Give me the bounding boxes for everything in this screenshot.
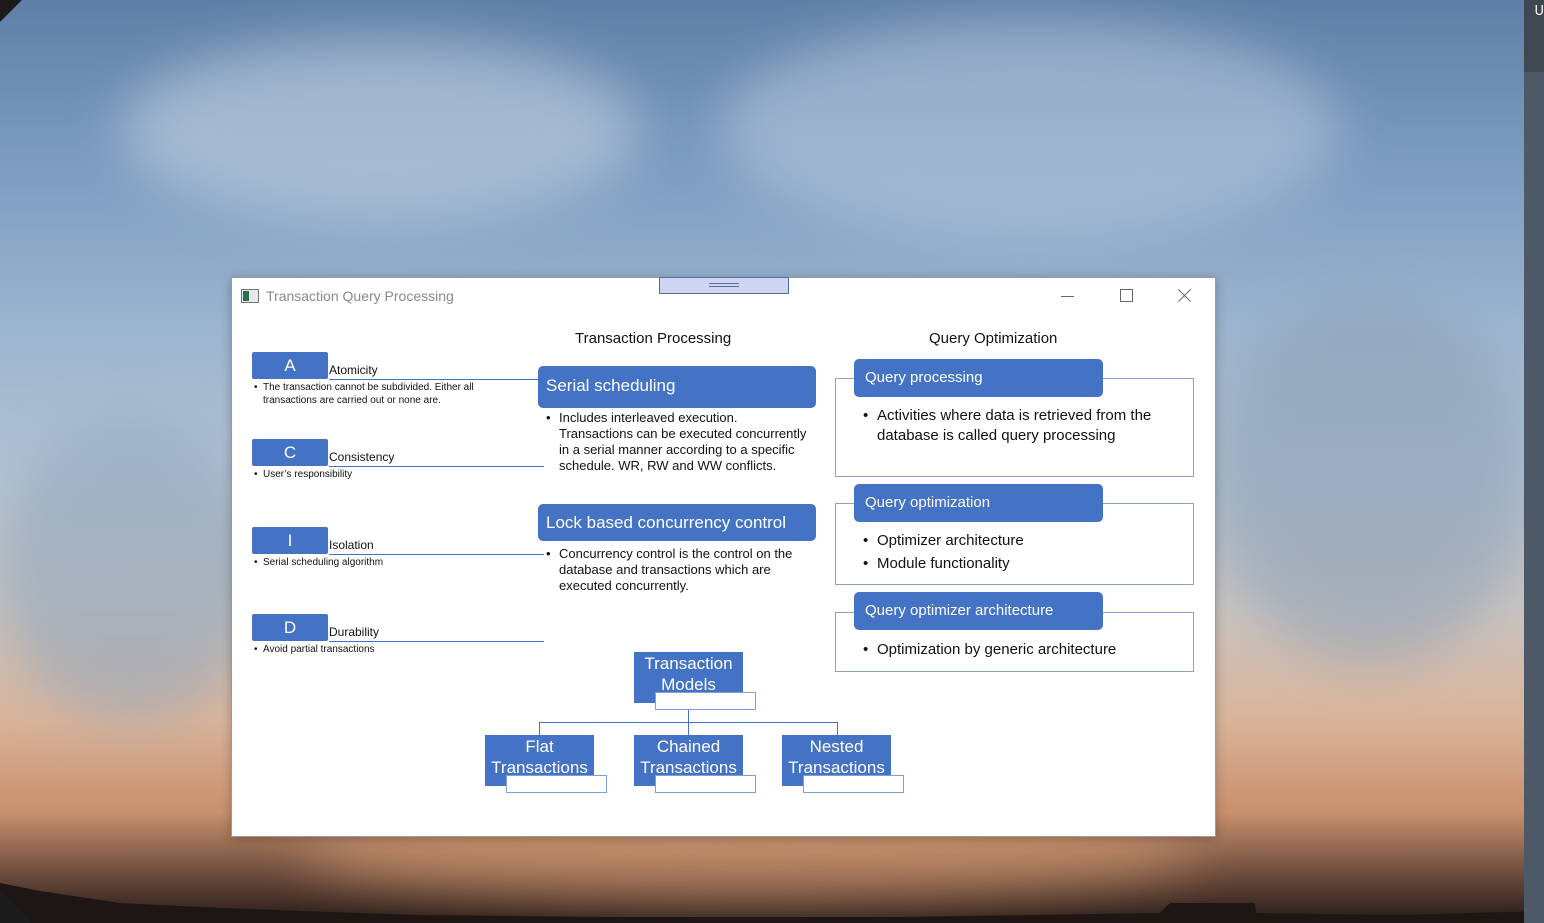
side-panel-glyph: U: [1534, 4, 1544, 19]
divider: [329, 641, 544, 642]
acid-bullet-atomicity: The transaction cannot be subdivided. Ei…: [263, 382, 474, 406]
acid-bullet-dot: •: [254, 557, 258, 568]
query-optimizer-architecture-box: Query optimizer architecture: [854, 592, 1103, 630]
acid-bullet-durability: Avoid partial transactions: [263, 644, 375, 655]
app-window: Transaction Query Processing Transaction…: [231, 277, 1216, 837]
corner-shape: [0, 891, 32, 923]
acid-label-isolation: Isolation: [329, 538, 374, 552]
acid-bullet-consistency: User’s responsibility: [263, 469, 353, 480]
acid-bullet-dot: •: [254, 644, 258, 655]
root-sub-box: [655, 692, 756, 710]
transaction-models-root: Transaction Models: [634, 652, 743, 703]
query-optimization-box: Query optimization: [854, 484, 1103, 522]
cloud: [0, 420, 260, 720]
corner-shape: [0, 0, 22, 22]
acid-letter-a: A: [252, 352, 328, 379]
divider: [329, 554, 544, 555]
cloud: [720, 20, 1340, 240]
flat-transactions-box: Flat Transactions: [485, 735, 594, 786]
title-bar[interactable]: Transaction Query Processing: [232, 277, 1215, 314]
bullet-dot: •: [863, 532, 869, 549]
child-sub-box: [655, 775, 756, 793]
acid-bullet-isolation: Serial scheduling algorithm: [263, 557, 384, 568]
connector-line: [837, 722, 838, 735]
child-sub-box: [506, 775, 607, 793]
connector-line: [688, 707, 689, 722]
bullet-dot: •: [863, 641, 869, 658]
acid-label-durability: Durability: [329, 625, 380, 639]
maximize-icon[interactable]: [1114, 286, 1138, 306]
acid-letter-d: D: [252, 614, 328, 641]
divider: [329, 379, 544, 380]
cloud: [1210, 300, 1530, 660]
connector-line: [688, 722, 689, 735]
heading-query-optimization: Query Optimization: [929, 330, 1058, 347]
connector-line: [539, 722, 540, 735]
acid-letter-i: I: [252, 527, 328, 554]
optimizer-architecture-text: Optimizer architecture: [877, 532, 1024, 549]
serial-scheduling-box: Serial scheduling: [538, 366, 816, 408]
lock-concurrency-text: Concurrency control is the control on th…: [559, 546, 793, 593]
query-processing-box: Query processing: [854, 359, 1103, 397]
bullet-dot: •: [546, 410, 551, 425]
bullet-dot: •: [863, 555, 869, 572]
bullet-dot: •: [863, 407, 869, 424]
city-skyline: [0, 883, 1544, 923]
acid-label-atomicity: Atomicity: [329, 363, 378, 377]
side-panel-block: [1524, 0, 1544, 72]
child-sub-box: [803, 775, 904, 793]
serial-scheduling-text: Includes interleaved execution. Transact…: [559, 410, 807, 473]
minimize-icon[interactable]: [1056, 286, 1080, 306]
side-panel: U: [1524, 0, 1544, 923]
bullet-dot: •: [546, 546, 551, 561]
acid-bullet-dot: •: [254, 382, 258, 393]
query-processing-text: Activities where data is retrieved from …: [877, 407, 1152, 444]
acid-bullet-dot: •: [254, 469, 258, 480]
slide-content: Transaction Processing Query Optimizatio…: [232, 278, 1215, 836]
lock-concurrency-box: Lock based concurrency control: [538, 504, 816, 541]
window-title: Transaction Query Processing: [266, 288, 454, 304]
drag-handle[interactable]: [659, 277, 789, 294]
generic-architecture-text: Optimization by generic architecture: [877, 641, 1117, 658]
acid-letter-c: C: [252, 439, 328, 466]
module-functionality-text: Module functionality: [877, 555, 1010, 572]
heading-transaction-processing: Transaction Processing: [575, 330, 732, 347]
divider: [329, 466, 544, 467]
window-app-icon: [241, 289, 259, 303]
cloud: [120, 40, 640, 220]
acid-label-consistency: Consistency: [329, 450, 395, 464]
